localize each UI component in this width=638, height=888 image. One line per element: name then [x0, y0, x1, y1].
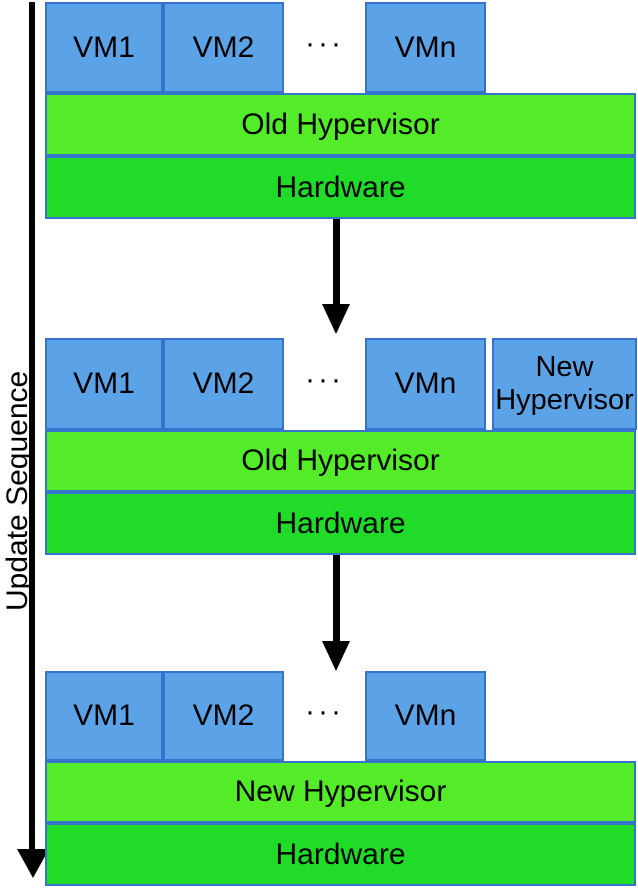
new-hypervisor-label-line1: New — [535, 351, 594, 383]
hardware-layer: Hardware — [45, 823, 636, 886]
new-hypervisor-label-line2: Hypervisor — [495, 384, 634, 416]
old-hypervisor-layer: Old Hypervisor — [45, 93, 636, 156]
flow-arrow-shaft — [333, 219, 340, 305]
ellipsis: ··· — [305, 26, 344, 60]
vm-label: VM2 — [192, 699, 255, 732]
update-sequence-arrow-head-icon — [17, 849, 49, 878]
layer-label: New Hypervisor — [234, 775, 447, 808]
layer-label: Hardware — [275, 506, 406, 540]
hardware-layer: Hardware — [45, 156, 636, 219]
vm-box: VMn — [365, 2, 486, 93]
update-sequence-label: Update Sequence — [1, 370, 34, 611]
vm-label: VM2 — [192, 30, 255, 64]
vm-box: VM1 — [45, 2, 163, 93]
layer-label: Old Hypervisor — [241, 444, 440, 477]
hardware-layer: Hardware — [45, 492, 636, 555]
vm-label: VMn — [394, 30, 457, 64]
update-sequence-arrow-shaft — [29, 2, 35, 849]
flow-arrow-head-icon — [322, 641, 350, 671]
vm-box: VM2 — [163, 671, 284, 761]
vm-box: VM2 — [163, 2, 284, 93]
vm-box: VM1 — [45, 338, 163, 430]
vm-box: VMn — [365, 338, 486, 430]
vm-label: VM1 — [73, 367, 135, 400]
ellipsis: ··· — [305, 363, 344, 396]
vm-label: VMn — [394, 367, 457, 400]
layer-label: Hardware — [275, 837, 406, 871]
layer-label: Old Hypervisor — [241, 107, 440, 141]
flow-arrow-head-icon — [322, 304, 350, 334]
vm-box: VMn — [365, 671, 486, 761]
vm-label: VM1 — [73, 699, 135, 732]
new-hypervisor-layer: New Hypervisor — [45, 761, 636, 823]
vm-label: VMn — [394, 699, 457, 732]
ellipsis: ··· — [305, 695, 344, 728]
layer-label: Hardware — [275, 170, 406, 204]
vm-box: VM1 — [45, 671, 163, 761]
old-hypervisor-layer: Old Hypervisor — [45, 430, 636, 492]
vm-box: VM2 — [163, 338, 284, 430]
flow-arrow-shaft — [333, 555, 340, 641]
vm-label: VM1 — [73, 30, 135, 64]
new-hypervisor-box: New Hypervisor — [492, 338, 637, 430]
vm-label: VM2 — [192, 367, 255, 400]
